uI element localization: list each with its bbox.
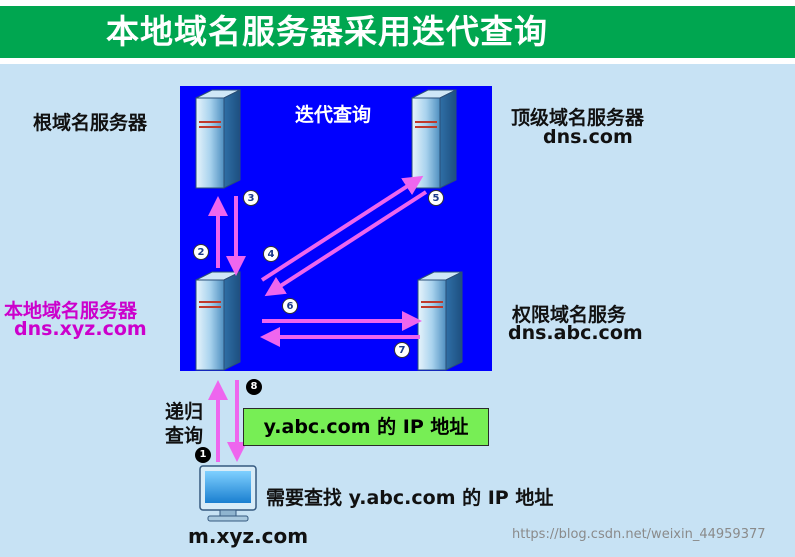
- watermark: https://blog.csdn.net/weixin_44959377: [512, 527, 766, 542]
- top-level-server-domain: dns.com: [543, 126, 633, 148]
- answer-text: y.abc.com 的 IP 地址: [263, 416, 469, 438]
- top-level-server-label: 顶级域名服务器: [511, 107, 645, 129]
- title-divider: [0, 58, 795, 61]
- authoritative-server-icon: [417, 271, 463, 371]
- arrow-step-5: [264, 190, 428, 297]
- authoritative-server-domain: dns.abc.com: [508, 322, 643, 344]
- page-title: 本地域名服务器采用迭代查询: [106, 12, 548, 51]
- recursive-label-line2: 查询: [165, 425, 204, 447]
- step-3-marker: 3: [243, 190, 259, 206]
- step-2-marker: 2: [193, 244, 209, 260]
- root-server-icon: [195, 89, 241, 189]
- title-bar: [0, 6, 795, 58]
- client-computer-icon: [199, 465, 257, 522]
- local-server-domain: dns.xyz.com: [14, 318, 147, 340]
- step-6-marker: 6: [282, 298, 298, 314]
- step-5-marker: 5: [428, 190, 444, 206]
- local-server-icon: [195, 271, 241, 371]
- authoritative-server-label: 权限域名服务: [512, 304, 627, 326]
- answer-box: y.abc.com 的 IP 地址: [243, 408, 489, 446]
- step-7-marker: 7: [394, 342, 410, 358]
- arrow-step-4: [260, 175, 424, 282]
- root-server-label: 根域名服务器: [33, 112, 148, 134]
- step-1-marker: 1: [195, 447, 211, 463]
- iterative-query-label: 迭代查询: [295, 104, 372, 126]
- client-caption: 需要查找 y.abc.com 的 IP 地址: [266, 487, 554, 509]
- local-server-label: 本地域名服务器: [4, 300, 138, 322]
- step-4-marker: 4: [263, 246, 279, 262]
- client-domain: m.xyz.com: [188, 524, 309, 548]
- top-level-server-icon: [411, 89, 457, 189]
- recursive-label-line1: 递归: [165, 401, 204, 423]
- step-8-marker: 8: [246, 379, 262, 395]
